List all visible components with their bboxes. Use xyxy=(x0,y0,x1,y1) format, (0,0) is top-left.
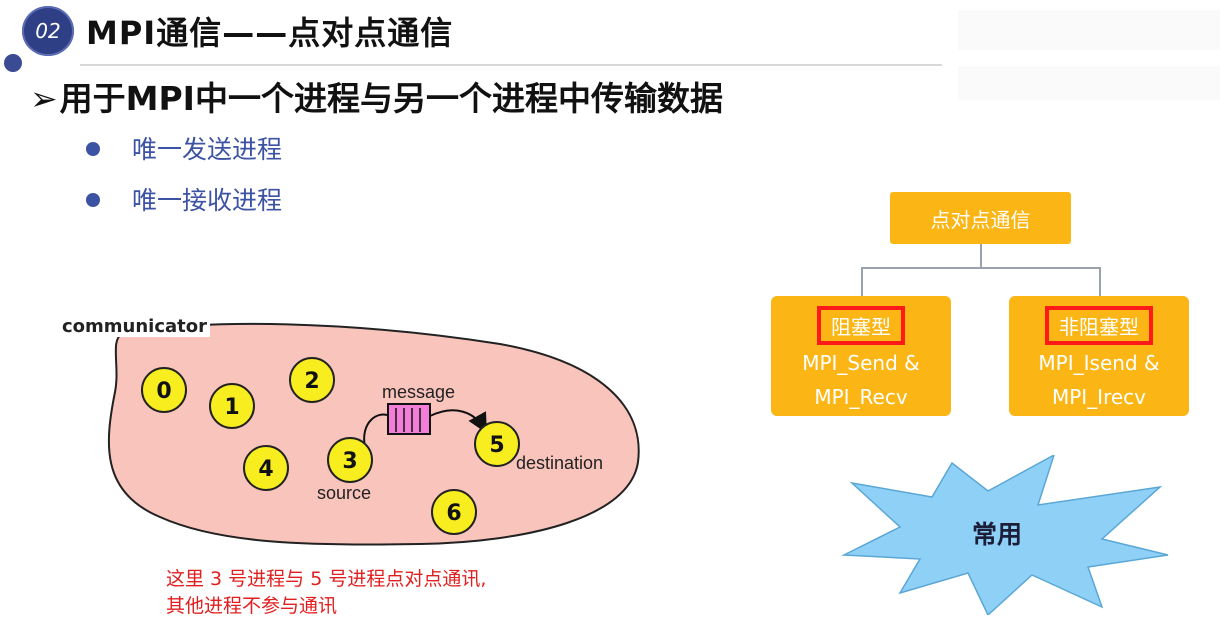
p2p-root-node: 点对点通信 xyxy=(890,192,1071,244)
communicator-label: communicator xyxy=(59,316,211,337)
slide-title: MPI通信——点对点通信 xyxy=(86,14,454,52)
process-4: 4 xyxy=(243,445,289,491)
message-arrow xyxy=(363,409,485,447)
bullet-item: 唯一接收进程 xyxy=(86,181,283,217)
title-divider xyxy=(80,64,942,66)
bullet-text: 唯一发送进程 xyxy=(132,135,283,164)
blocking-type-label: 阻塞型 xyxy=(817,306,905,345)
decorative-dot xyxy=(4,54,22,72)
source-label: source xyxy=(317,483,371,503)
slide-subtitle: ➢用于MPI中一个进程与另一个进程中传输数据 xyxy=(30,72,723,120)
destination-label: destination xyxy=(516,453,603,473)
svg-text:4: 4 xyxy=(258,457,273,482)
svg-text:2: 2 xyxy=(304,369,319,394)
communicator-diagram: message 0 1 2 3 4 5 6 source destination xyxy=(107,322,640,546)
svg-text:1: 1 xyxy=(224,395,239,420)
svg-text:3: 3 xyxy=(342,449,357,474)
note-line: 其他进程不参与通讯 xyxy=(166,595,338,617)
process-1: 1 xyxy=(209,383,255,429)
message-label: message xyxy=(382,382,455,402)
svg-text:0: 0 xyxy=(156,379,171,404)
bullet-text: 唯一接收进程 xyxy=(132,186,283,215)
process-3: 3 xyxy=(327,437,373,483)
process-5: 5 xyxy=(474,421,520,467)
svg-text:5: 5 xyxy=(489,433,504,458)
faded-area-top xyxy=(958,10,1220,50)
section-number-badge: 02 xyxy=(22,6,74,56)
subtitle-text: 用于MPI中一个进程与另一个进程中传输数据 xyxy=(59,79,723,118)
connector-line xyxy=(980,244,982,268)
burst-shape-icon xyxy=(841,455,1169,615)
connector-line xyxy=(861,267,863,297)
nonblocking-api-line: MPI_Irecv xyxy=(1051,385,1147,409)
process-6: 6 xyxy=(431,489,477,535)
connector-line xyxy=(861,267,1101,269)
communicator-region xyxy=(107,322,640,546)
common-label: 常用 xyxy=(972,520,1023,549)
nonblocking-type-label: 非阻塞型 xyxy=(1045,306,1153,345)
nonblocking-api-line: MPI_Isend & xyxy=(1038,351,1160,375)
nonblocking-node: 非阻塞型 MPI_Isend & MPI_Irecv xyxy=(1009,296,1189,416)
root-label: 点对点通信 xyxy=(930,207,1031,232)
blocking-api-line: MPI_Send & xyxy=(802,351,920,375)
message-icon xyxy=(387,403,431,435)
bullet-item: 唯一发送进程 xyxy=(86,130,283,166)
bullet-dot-icon xyxy=(86,142,100,156)
section-number: 02 xyxy=(35,19,61,43)
faded-area-bottom xyxy=(958,66,1220,100)
bullet-dot-icon xyxy=(86,193,100,207)
note-line: 这里 3 号进程与 5 号进程点对点通讯, xyxy=(166,568,487,590)
connector-line xyxy=(1099,267,1101,297)
svg-text:6: 6 xyxy=(446,501,461,526)
arrow-bullet-icon: ➢ xyxy=(30,79,58,118)
process-0: 0 xyxy=(141,367,187,413)
annotation-note: 这里 3 号进程与 5 号进程点对点通讯, 其他进程不参与通讯 xyxy=(166,566,486,620)
process-2: 2 xyxy=(289,357,335,403)
blocking-node: 阻塞型 MPI_Send & MPI_Recv xyxy=(771,296,951,416)
blocking-api-line: MPI_Recv xyxy=(814,385,908,409)
